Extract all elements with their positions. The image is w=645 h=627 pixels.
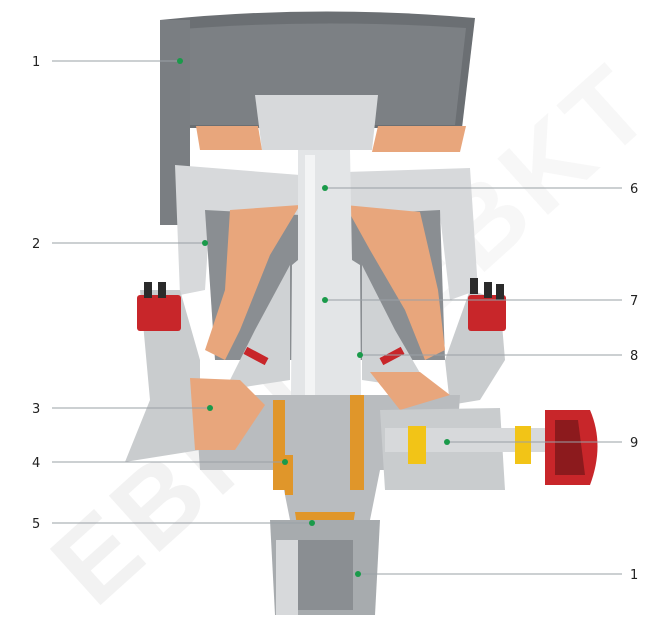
socket-red-right [379,346,405,366]
bottom-housing-light [276,540,298,615]
leader-lines [52,60,622,575]
callout-label: 6 [630,182,638,197]
countershaft-bearing-4 [515,450,531,464]
bottom-housing-inner [298,540,353,610]
marker-3 [207,405,213,411]
mantle-lower-right [370,372,450,410]
marker-6 [322,185,328,191]
callout-labels-left: 1 2 3 4 5 [32,55,40,532]
sheave-hub [555,420,585,475]
marker-4 [282,459,288,465]
marker-7 [322,297,328,303]
feed-plate [255,95,378,150]
callout-label: 2 [32,237,40,252]
countershaft-bearing-1 [408,426,426,454]
callout-label: 3 [32,402,40,417]
marker-9 [444,439,450,445]
callout-label: 9 [630,436,638,451]
upper-liner-right [372,126,466,152]
callout-label: 7 [630,294,638,309]
upper-liner [196,126,262,150]
callout-label: 8 [630,349,638,364]
hopper-shell-inner [170,23,466,125]
clamp-ring-left [137,295,181,331]
clamp-ring-right [468,295,506,331]
socket-red-left [243,346,269,366]
callout-label: 5 [32,517,40,532]
eccentric-right [350,395,364,490]
concave-liner-left [205,205,300,360]
countershaft-bearing-3 [408,450,426,464]
countershaft-bearing-2 [515,426,531,454]
marker-2 [202,240,208,246]
upper-frame-right [345,168,478,300]
cone-head-right [362,265,430,390]
callout-label: 4 [32,456,40,471]
markers [177,58,450,577]
cone-head [225,265,290,390]
main-frame [125,290,200,462]
callout-labels-right: 6 7 8 9 1 [630,182,638,583]
mantle-lower [190,378,265,450]
concave-liner-right [345,205,445,360]
marker-10 [355,571,361,577]
upper-frame [175,165,300,295]
callout-label: 1 [32,55,40,70]
marker-1 [177,58,183,64]
clamp-bolts [144,278,504,300]
callout-label: 1 [630,568,638,583]
shaft-highlight [305,155,315,515]
eccentric-left [273,400,285,490]
marker-8 [357,352,363,358]
crusher-illustration [125,11,598,615]
eccentric-mid [285,455,293,495]
marker-5 [309,520,315,526]
